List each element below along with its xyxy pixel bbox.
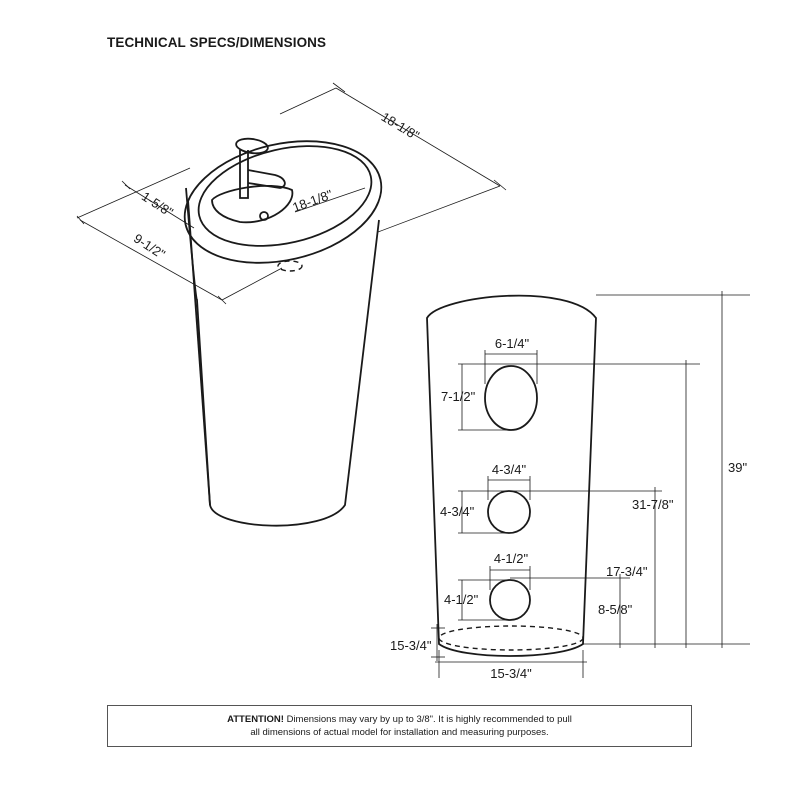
basin-outer-rim xyxy=(183,140,383,264)
dim-mid-hole-height: 4-3/4" xyxy=(440,504,475,519)
notice-line-2: all dimensions of actual model for insta… xyxy=(250,727,549,738)
basin-inner-bowl xyxy=(197,145,373,247)
pedestal-left-side xyxy=(187,199,211,506)
dim-rim: 1-5/8" xyxy=(139,189,176,220)
front-body-outline xyxy=(426,294,597,657)
page-title: TECHNICAL SPECS/DIMENSIONS xyxy=(107,35,327,50)
dim-overall-height: 39" xyxy=(728,460,747,475)
isometric-sink-view: 18-1/8" 18-1/8" 1-5/8" 9-1/2" xyxy=(76,82,507,527)
dim-low-hole-elevation: 17-3/4" xyxy=(606,564,648,579)
dim-base-depth: 15-3/4" xyxy=(390,638,432,653)
lower-access-hole xyxy=(489,579,531,621)
overflow-hole xyxy=(259,211,269,221)
dim-top-width: 18-1/8" xyxy=(379,109,423,143)
pedestal-body-outline xyxy=(185,187,380,527)
drain-hole xyxy=(277,260,303,272)
dim-top-hole-width: 6-1/4" xyxy=(495,336,530,351)
dim-mid-hole-elevation: 31-7/8" xyxy=(632,497,674,512)
notice-text-1: Dimensions may vary by up to 3/8". It is… xyxy=(286,714,572,725)
dim-top-depth: 18-1/8" xyxy=(290,187,334,215)
dim-top-hole-height: 7-1/2" xyxy=(441,389,476,404)
dim-low-hole-width: 4-1/2" xyxy=(494,551,529,566)
dim-mid-hole-width: 4-3/4" xyxy=(492,462,527,477)
attention-notice: ATTENTION! Dimensions may vary by up to … xyxy=(107,705,692,747)
notice-label: ATTENTION! xyxy=(227,714,284,725)
notice-line-1: ATTENTION! Dimensions may vary by up to … xyxy=(227,713,572,726)
dim-base-width: 15-3/4" xyxy=(490,666,532,681)
base-footprint xyxy=(438,625,584,651)
dim-low-hole-bottom: 8-5/8" xyxy=(598,602,633,617)
middle-access-hole xyxy=(487,490,531,534)
top-access-hole xyxy=(484,365,538,431)
dim-low-hole-height: 4-1/2" xyxy=(444,592,479,607)
faucet-deck xyxy=(211,184,294,224)
front-view: 39" 6-1/4" 7-1/2" 31-7/8" 4-3/4" 4-3/4" … xyxy=(390,291,750,681)
dim-bowl-depth: 9-1/2" xyxy=(131,231,168,262)
faucet-icon xyxy=(235,137,286,199)
